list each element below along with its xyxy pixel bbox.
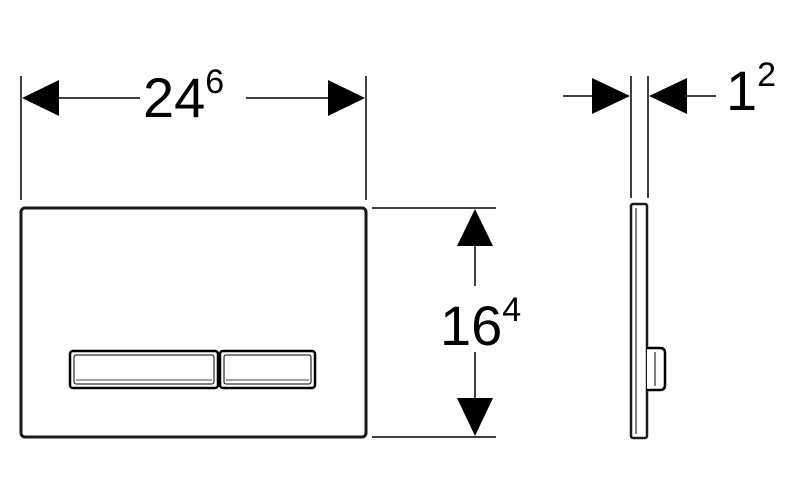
height-label: 164 <box>440 291 521 357</box>
width-arrow-right-icon <box>328 80 365 116</box>
flush-button-large-inner <box>73 354 215 385</box>
flush-button-small <box>218 349 317 390</box>
flush-buttons <box>68 349 317 390</box>
depth-superscript: 2 <box>757 56 776 94</box>
plate-profile <box>629 202 649 440</box>
side-view: 12 <box>563 56 776 440</box>
depth-arrow-right-icon <box>649 78 687 114</box>
height-value: 16 <box>440 294 502 357</box>
button-profile <box>647 346 667 392</box>
plate-outline <box>19 206 368 439</box>
width-label: 246 <box>143 63 224 129</box>
width-arrow-left-icon <box>22 80 59 116</box>
flush-button-large <box>68 349 220 390</box>
width-value: 24 <box>143 66 205 129</box>
height-arrow-top-icon <box>457 209 493 246</box>
depth-arrow-left-icon <box>592 78 630 114</box>
depth-label: 12 <box>726 56 776 122</box>
depth-value: 1 <box>726 59 757 122</box>
front-view: 246 164 <box>19 63 521 439</box>
flush-button-small-inner <box>223 354 312 385</box>
height-superscript: 4 <box>502 291 521 329</box>
width-superscript: 6 <box>205 63 224 101</box>
height-arrow-bottom-icon <box>457 398 493 436</box>
